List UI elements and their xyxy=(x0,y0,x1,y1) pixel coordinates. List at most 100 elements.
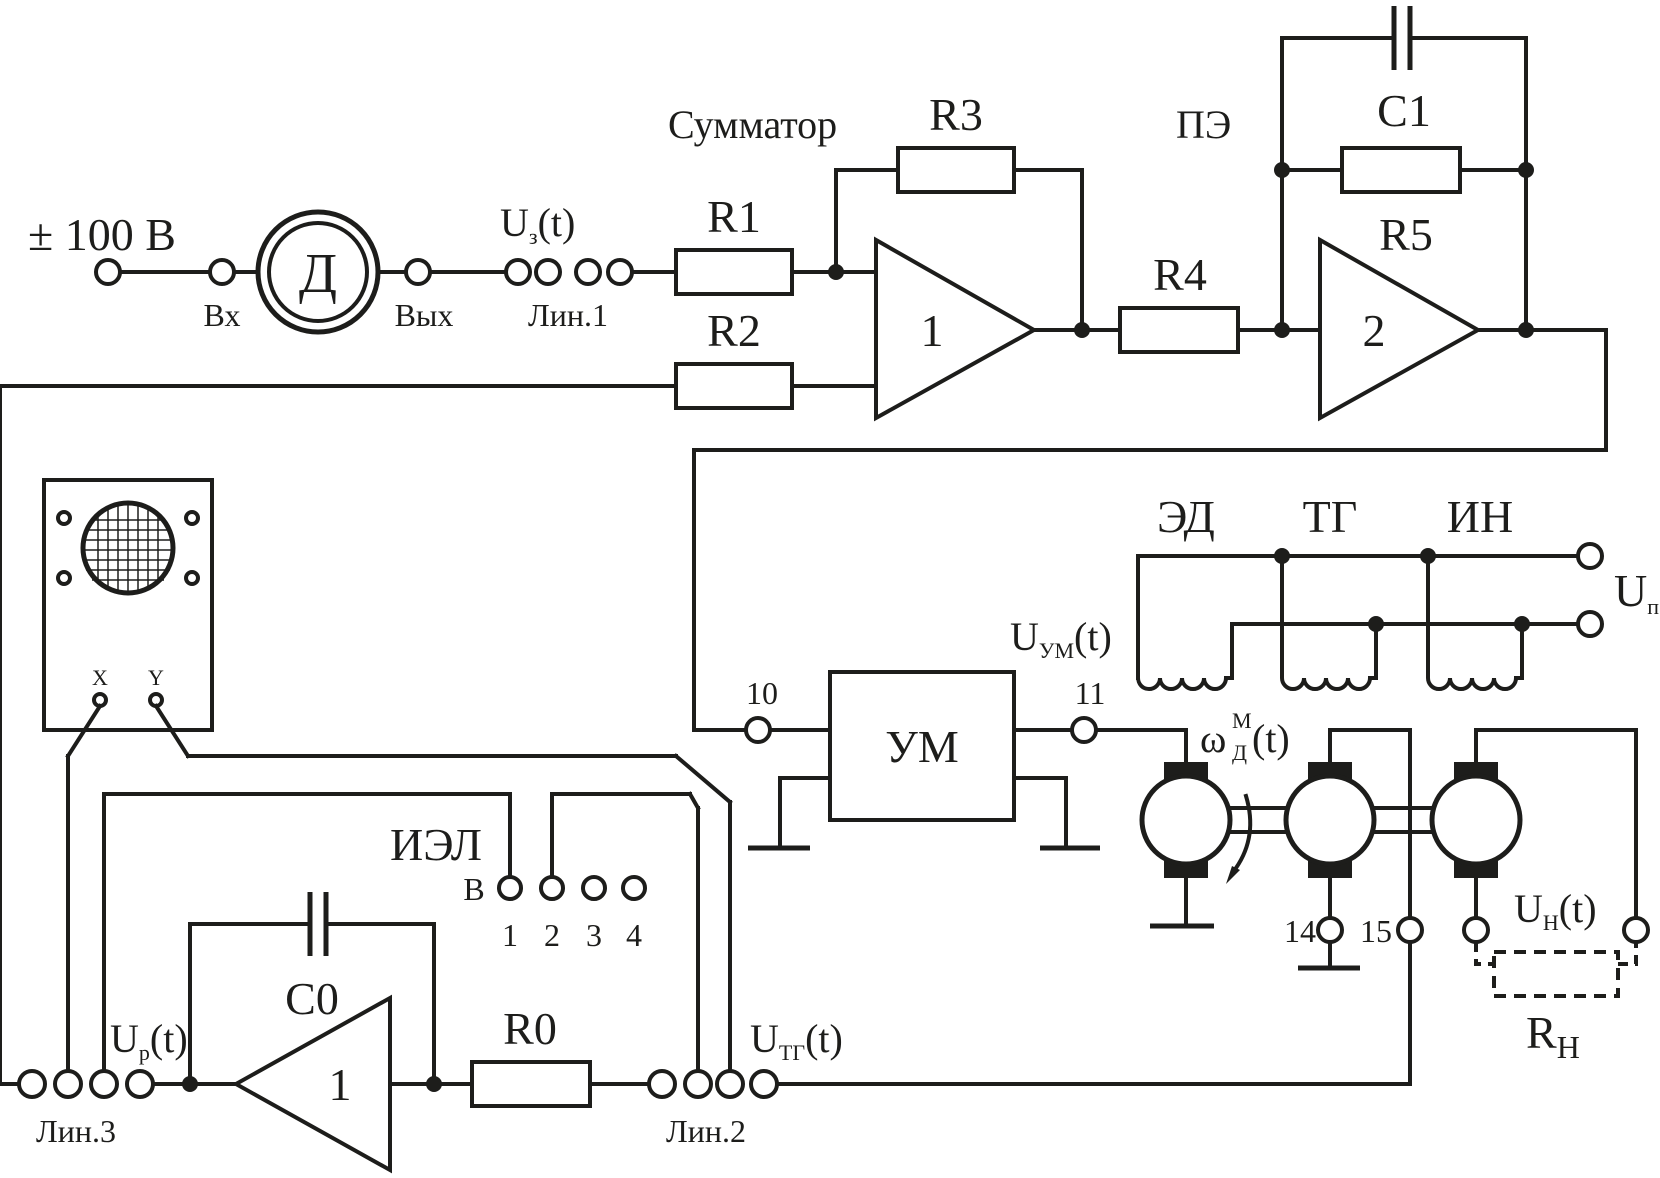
junction-pe-top-left xyxy=(1274,162,1290,178)
up-r-label: Uр(t) xyxy=(110,1016,188,1065)
tg-label: ТГ xyxy=(1303,491,1358,542)
iel-b-label: В xyxy=(463,871,484,907)
junction-out2 xyxy=(1518,322,1534,338)
rn-label: RН xyxy=(1526,1007,1580,1065)
lin3-terminal-2[interactable] xyxy=(53,1069,83,1099)
input-chain: ± 100 В Д Вх Вых Uз(t) Лин.1 xyxy=(28,200,678,335)
winding-ed xyxy=(1135,554,1234,691)
vx-terminal[interactable] xyxy=(208,258,236,286)
terminal-14[interactable] xyxy=(1316,916,1344,944)
iel-terminal-2[interactable] xyxy=(539,875,565,901)
up-terminal-top[interactable] xyxy=(1576,542,1604,570)
osc-knob-tl[interactable] xyxy=(56,510,72,526)
lin2-terminal-1[interactable] xyxy=(647,1069,677,1099)
resistor-r3 xyxy=(896,146,1016,194)
iel-terminal-3[interactable] xyxy=(581,875,607,901)
opamp-integrator-label: 1 xyxy=(329,1059,352,1110)
resistor-r5 xyxy=(1340,146,1462,194)
lin1-terminal-1[interactable] xyxy=(504,258,532,286)
terminal-10[interactable] xyxy=(744,716,772,744)
lin1-label: Лин.1 xyxy=(528,297,608,333)
load-machine xyxy=(1429,773,1523,867)
ed-label: ЭД xyxy=(1157,491,1215,542)
iel-block: ИЭЛ В 1 2 3 4 xyxy=(102,791,701,1074)
iel-label: ИЭЛ xyxy=(390,819,482,870)
terminal-15-label: 15 xyxy=(1360,913,1392,949)
osc-knob-tr[interactable] xyxy=(184,510,200,526)
in-label: ИН xyxy=(1447,491,1513,542)
opamp-2 xyxy=(1318,236,1483,422)
r3-label: R3 xyxy=(929,89,983,140)
bottom-chain: Лин.3 Uр(t) C0 1 R0 Лин.2 UТГ(t) xyxy=(0,384,1412,1174)
osc-knob-bl[interactable] xyxy=(56,570,72,586)
opamp-1-label: 1 xyxy=(921,305,944,356)
device-d-inner xyxy=(267,221,369,323)
lin2-terminal-3[interactable] xyxy=(715,1069,745,1099)
excitation-windings: ЭД ТГ ИН Uп xyxy=(1135,491,1659,691)
vyx-terminal[interactable] xyxy=(404,258,432,286)
utg-label: UТГ(t) xyxy=(750,1016,843,1065)
iel-terminal-b[interactable] xyxy=(497,875,523,901)
load-resistor-rn xyxy=(1474,942,1638,966)
motor-ed xyxy=(1139,773,1233,867)
resistor-r1 xyxy=(674,248,794,296)
pe-label: ПЭ xyxy=(1176,102,1231,147)
iel-4-label: 4 xyxy=(626,917,642,953)
source-label: ± 100 В xyxy=(28,209,176,260)
r4-label: R4 xyxy=(1153,249,1207,300)
terminal-10-label: 10 xyxy=(746,675,778,711)
terminal-14-label: 14 xyxy=(1284,913,1316,949)
junction-integrator-in xyxy=(426,1076,442,1092)
resistor-r0 xyxy=(470,1060,592,1108)
omega-label: ω xyxy=(1200,716,1226,761)
summator: Сумматор R1 R3 R2 1 xyxy=(0,89,1122,422)
omega-t-label: (t) xyxy=(1252,716,1290,761)
up-label: Uп xyxy=(1614,565,1659,619)
winding-in xyxy=(1426,554,1524,691)
vyx-label: Вых xyxy=(395,297,454,333)
r0-label: R0 xyxy=(503,1003,557,1054)
terminal-15[interactable] xyxy=(1396,916,1424,944)
power-amplifier: 10 УМ 11 UУМ(t) xyxy=(744,614,1188,851)
tachogenerator xyxy=(1283,773,1377,867)
terminal-11-label: 11 xyxy=(1075,675,1106,711)
un-terminal-left[interactable] xyxy=(1462,916,1490,944)
resistor-r2 xyxy=(674,362,794,410)
summator-label: Сумматор xyxy=(668,102,837,147)
osc-y-label: Y xyxy=(148,665,164,690)
load-resistor-rn-body xyxy=(1492,950,1620,998)
lin1-terminal-4[interactable] xyxy=(606,258,634,286)
up-terminal-bottom[interactable] xyxy=(1576,610,1604,638)
osc-x-label: X xyxy=(92,665,108,690)
lin2-terminal-4[interactable] xyxy=(749,1069,779,1099)
lin3-terminal-4[interactable] xyxy=(125,1069,155,1099)
rotation-arrowhead xyxy=(1226,866,1240,884)
uym-label: UУМ(t) xyxy=(1010,614,1112,663)
lin3-terminal-3[interactable] xyxy=(89,1069,119,1099)
device-label: Д xyxy=(299,243,337,305)
r2-label: R2 xyxy=(707,305,761,356)
terminal-11[interactable] xyxy=(1070,716,1098,744)
pe-stage: ПЭ R4 C1 R5 2 xyxy=(692,6,1608,732)
opamp-1 xyxy=(874,236,1039,422)
lin3-label: Лин.3 xyxy=(36,1113,116,1149)
iel-terminal-4[interactable] xyxy=(621,875,647,901)
osc-knob-br[interactable] xyxy=(184,570,200,586)
source-terminal[interactable] xyxy=(94,258,122,286)
lin2-terminal-2[interactable] xyxy=(683,1069,713,1099)
lin3-terminal-1[interactable] xyxy=(17,1069,47,1099)
iel-3-label: 3 xyxy=(586,917,602,953)
un-terminal-right[interactable] xyxy=(1622,916,1650,944)
machines: ω М Д (t) 14 15 UН(t) RН xyxy=(1139,708,1650,1086)
c0-label: C0 xyxy=(285,973,339,1024)
um-box xyxy=(828,670,1016,822)
oscilloscope-grid xyxy=(84,504,172,592)
oscilloscope: X Y xyxy=(42,478,733,1074)
lin1-terminal-2[interactable] xyxy=(534,258,562,286)
c1-label: C1 xyxy=(1377,85,1431,136)
junction-pe-top-right xyxy=(1518,162,1534,178)
omega-sub-label: Д xyxy=(1232,740,1247,765)
opamp-2-label: 2 xyxy=(1363,305,1386,356)
lin1-terminal-3[interactable] xyxy=(574,258,602,286)
